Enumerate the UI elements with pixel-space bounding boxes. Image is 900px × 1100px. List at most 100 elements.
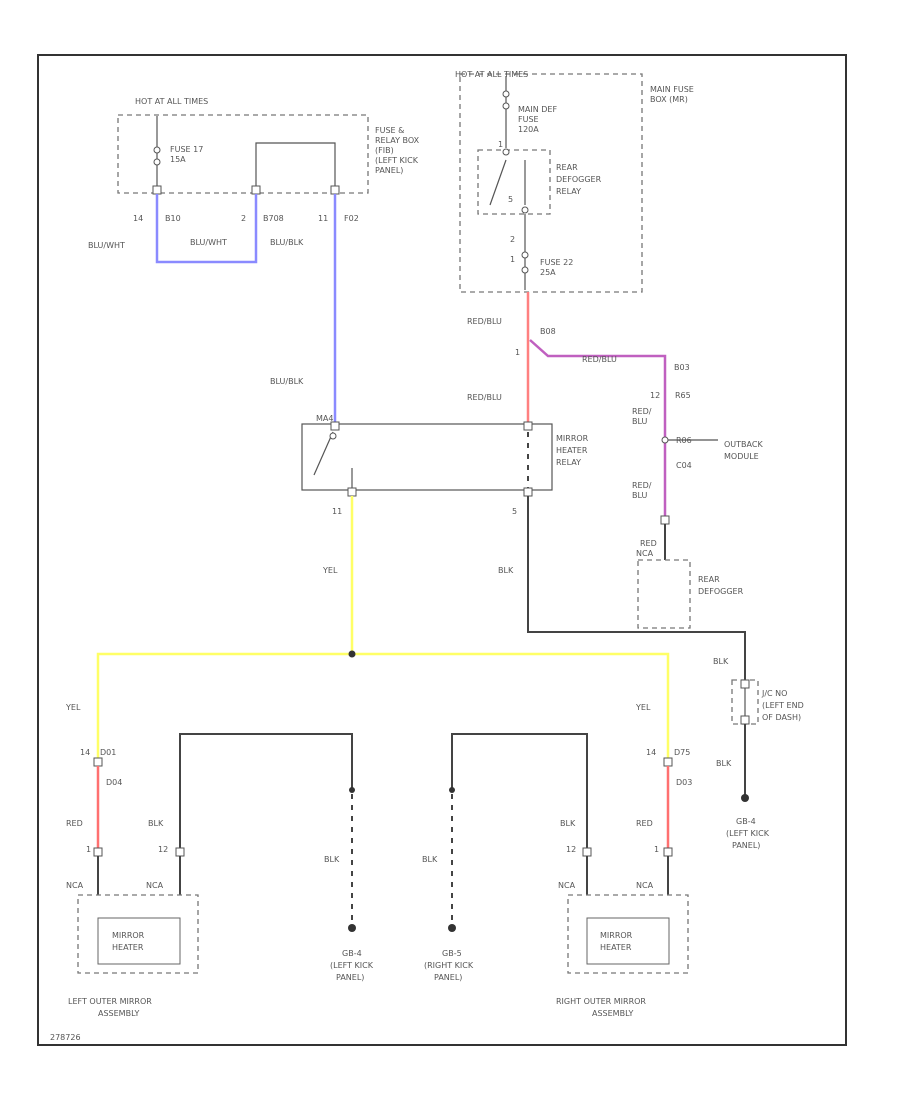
wire-yel-bus — [96, 652, 670, 760]
gb4-bottom-label-2: (LEFT KICK — [330, 961, 374, 970]
wire-red-blu-label-5b: BLU — [632, 491, 648, 500]
fuse-17-label: FUSE 17 — [170, 145, 203, 154]
wire-red-left-label: RED — [66, 819, 83, 828]
mirror-heater-relay-box — [301, 423, 553, 491]
fuse-22-top-terminal — [521, 251, 529, 259]
main-def-fuse-label-1: MAIN DEF — [518, 105, 557, 114]
right-mirror-pin-1 — [663, 847, 673, 857]
pin-11b-label: 11 — [332, 507, 342, 516]
hot-at-all-times-left-label: HOT AT ALL TIMES — [135, 97, 208, 106]
wire-blk-right-mirror-label: BLK — [560, 819, 576, 828]
left-pin-12-label: 12 — [158, 845, 168, 854]
left-conn-d04-label: D04 — [106, 778, 122, 787]
wire-blk-left-mirror-label: BLK — [148, 819, 164, 828]
fuse-17-bottom-terminal — [153, 158, 161, 166]
right-pin-14-label: 14 — [646, 748, 656, 757]
rear-defogger-relay-outline — [477, 149, 551, 215]
outback-module-label-2: MODULE — [724, 452, 759, 461]
gb4-left-kick-label-2: (LEFT KICK — [726, 829, 770, 838]
relay-bottom-terminal — [521, 206, 529, 214]
wire-red-blu-label-5a: RED/ — [632, 481, 652, 490]
right-mirror-assy-label-2: ASSEMBLY — [592, 1009, 633, 1018]
connector-b10 — [152, 185, 162, 195]
rear-defogger-red-label: RED — [640, 539, 657, 548]
gb4-bottom-label-3: PANEL) — [336, 973, 364, 982]
fuse-box-label-1: FUSE & — [375, 126, 404, 135]
wire-blu-wht-label-2: BLU/WHT — [190, 238, 227, 247]
main-def-fuse-top-terminal — [502, 90, 510, 98]
left-mirror-pin-12 — [175, 847, 185, 857]
connector-b708 — [251, 185, 261, 195]
pin-1-b08-label: 1 — [515, 348, 520, 357]
rear-defogger-outline — [637, 559, 691, 629]
left-nca-label-2: NCA — [146, 881, 164, 890]
gb4-bottom-label-1: GB-4 — [342, 949, 362, 958]
right-mirror-assy-label-1: RIGHT OUTER MIRROR — [556, 997, 646, 1006]
mirror-heater-relay-label-1: MIRROR — [556, 434, 589, 443]
wire-blu-blk-label-1: BLU/BLK — [270, 238, 304, 247]
fuse-box-label-4: (LEFT KICK — [375, 156, 419, 165]
ground-gb4-left-kick — [741, 794, 749, 802]
pin-14-label: 14 — [133, 214, 143, 223]
main-fuse-box-label-2: BOX (MR) — [650, 95, 688, 104]
rear-defogger-conn-label: NCA — [636, 549, 654, 558]
wire-blk-gb5-label: BLK — [422, 855, 438, 864]
right-pin-1-label: 1 — [654, 845, 659, 854]
pin-2-label: 2 — [241, 214, 246, 223]
conn-f02-label: F02 — [344, 214, 359, 223]
gb4-left-kick-label-3: PANEL) — [732, 841, 760, 850]
fuse-relay-box-outline — [117, 114, 369, 194]
main-fuse-box-label-1: MAIN FUSE — [650, 85, 694, 94]
right-mirror-heater-element — [586, 917, 670, 965]
rear-def-relay-label-1: REAR — [556, 163, 578, 172]
conn-r65-label: R65 — [675, 391, 691, 400]
fuse-box-label-5: PANEL) — [375, 166, 403, 175]
gb4-bottom-top-dot — [349, 787, 355, 793]
outback-module-label-1: OUTBACK — [724, 440, 763, 449]
conn-b10-label: B10 — [165, 214, 181, 223]
fuse-box-label-3: (FIB) — [375, 146, 394, 155]
main-def-fuse-bottom-terminal — [502, 102, 510, 110]
left-mirror-heater-label-2: HEATER — [112, 943, 144, 952]
wire-red-blu-label-4a: RED/ — [632, 407, 652, 416]
wire-blk-jc-label-1: BLK — [713, 657, 729, 666]
gb5-label-2: (RIGHT KICK — [424, 961, 474, 970]
ground-gb5-right-kick — [448, 924, 456, 932]
rear-def-relay-label-3: RELAY — [556, 187, 581, 196]
gb5-label-3: PANEL) — [434, 973, 462, 982]
rear-defogger-label-1: REAR — [698, 575, 720, 584]
left-mirror-heater-label-1: MIRROR — [112, 931, 145, 940]
conn-ma4-label: MA4 — [316, 414, 333, 423]
left-mirror-assy-label-1: LEFT OUTER MIRROR — [68, 997, 152, 1006]
wire-red-blu-label-4b: BLU — [632, 417, 648, 426]
outback-module-splice — [661, 436, 669, 444]
right-nca-label-1: NCA — [558, 881, 576, 890]
wire-blu-wht-label-1: BLU/WHT — [88, 241, 125, 250]
wire-blk-relay-label: BLK — [498, 566, 514, 575]
left-mirror-heater-element — [97, 917, 181, 965]
left-nca-label-1: NCA — [66, 881, 84, 890]
jc-label-1: J/C NO — [761, 689, 787, 698]
mh-relay-pin-top-right — [523, 421, 533, 431]
rear-def-relay-label-2: DEFOGGER — [556, 175, 602, 184]
left-mirror-pin-1 — [93, 847, 103, 857]
rear-defogger-connector — [660, 515, 670, 525]
wire-red-blu-label-1: RED/BLU — [467, 317, 502, 326]
wire-blk-relay-ground — [527, 496, 746, 680]
fuse-17-top-terminal — [153, 146, 161, 154]
main-def-fuse-label-3: 120A — [518, 125, 539, 134]
relay-pin-2-label: 2 — [510, 235, 515, 244]
right-mirror-heater-label-2: HEATER — [600, 943, 632, 952]
right-conn-d75-label: D75 — [674, 748, 690, 757]
main-fuse-box-outline — [459, 73, 643, 293]
mh-relay-pin-5 — [523, 487, 533, 497]
mh-relay-pin-top-left — [330, 421, 340, 431]
conn-b708-label: B708 — [263, 214, 284, 223]
relay-top-terminal — [502, 148, 510, 156]
gb5-top-dot — [449, 787, 455, 793]
wire-red-blu-label-3: RED/BLU — [582, 355, 617, 364]
left-connector-d01 — [93, 757, 103, 767]
left-pin-14-label: 14 — [80, 748, 90, 757]
jc-bottom-pin — [740, 715, 750, 725]
left-conn-d01-label: D01 — [100, 748, 116, 757]
